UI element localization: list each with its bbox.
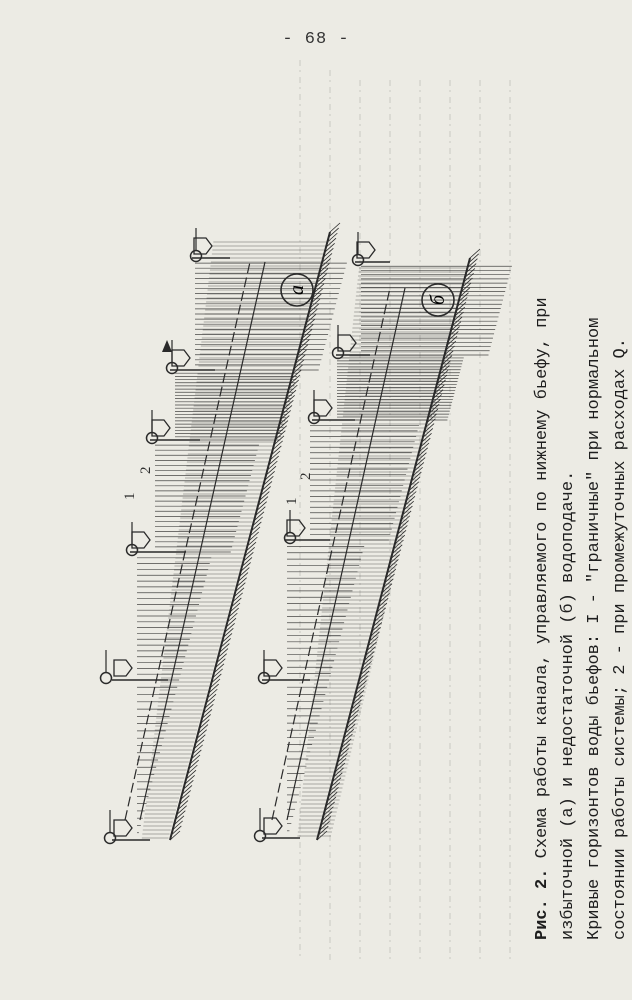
panel-a-curve-1 bbox=[124, 261, 251, 821]
panel-a-regulator-float bbox=[145, 431, 159, 445]
caption-line-2: избыточной (а) и недостаточной (б) водоп… bbox=[559, 470, 578, 940]
panel-b-water-hatch bbox=[287, 265, 512, 839]
panel-a-gate-structure bbox=[113, 819, 133, 837]
curve-label-1-b: 1 bbox=[284, 498, 300, 506]
panel-b-label: б bbox=[421, 283, 455, 317]
panel-a-label: а bbox=[280, 273, 314, 307]
scheme-b-insufficient-supply bbox=[253, 232, 512, 843]
panel-a-regulator-float bbox=[99, 671, 113, 685]
caption-line-1: Рис. 2. Схема работы канала, управляемог… bbox=[530, 140, 556, 940]
panel-a-letter: а bbox=[286, 285, 308, 295]
panel-b-gate-structure bbox=[286, 519, 306, 537]
curve-labels-a: 1 2 bbox=[122, 467, 154, 501]
panel-a-gate-structure bbox=[113, 659, 133, 677]
panel-b-regulator-float bbox=[351, 253, 365, 267]
caption-figure-number: Рис. 2. bbox=[533, 868, 552, 940]
panel-b-regulator-float bbox=[253, 829, 267, 843]
panel-a-regulator-float bbox=[103, 831, 117, 845]
figure-caption: Рис. 2. Схема работы канала, управляемог… bbox=[530, 140, 632, 940]
panel-a-regulator-float bbox=[125, 543, 139, 557]
panel-b-gate-structure bbox=[356, 241, 376, 259]
curve-label-2-a: 2 bbox=[138, 467, 154, 475]
page-number: - 68 - bbox=[282, 30, 350, 49]
panel-b-gate-structure bbox=[263, 817, 283, 835]
panel-b-curve-2 bbox=[286, 287, 406, 821]
panel-a-gate-structure bbox=[193, 237, 213, 255]
panel-a-regulator-float bbox=[189, 249, 203, 263]
panel-a-regulator-float bbox=[165, 361, 179, 375]
panel-b-regulator-float bbox=[283, 531, 297, 545]
caption-line-4: состоянии работы системы; 2 - при промеж… bbox=[611, 338, 630, 940]
caption-line-3: Кривые горизонтов воды бьефов: I - "гран… bbox=[585, 317, 604, 940]
caption-line-1-text: Схема работы канала, управляемого по ниж… bbox=[533, 297, 552, 869]
curve-label-1-a: 1 bbox=[122, 493, 138, 501]
curve-label-2-b: 2 bbox=[298, 473, 314, 481]
panel-b-regulator-float bbox=[331, 346, 345, 360]
panel-a-curve-2 bbox=[139, 261, 266, 821]
flow-arrow bbox=[162, 340, 172, 352]
curve-labels-b: 1 2 bbox=[284, 473, 314, 506]
panel-b-regulator-float bbox=[307, 411, 321, 425]
panel-b-letter: б bbox=[427, 294, 449, 305]
scheme-a-excess-supply bbox=[99, 222, 347, 845]
panel-b-hatching bbox=[316, 248, 481, 841]
panel-b-regulator-float bbox=[257, 671, 271, 685]
panel-b-curve-1 bbox=[271, 287, 391, 821]
